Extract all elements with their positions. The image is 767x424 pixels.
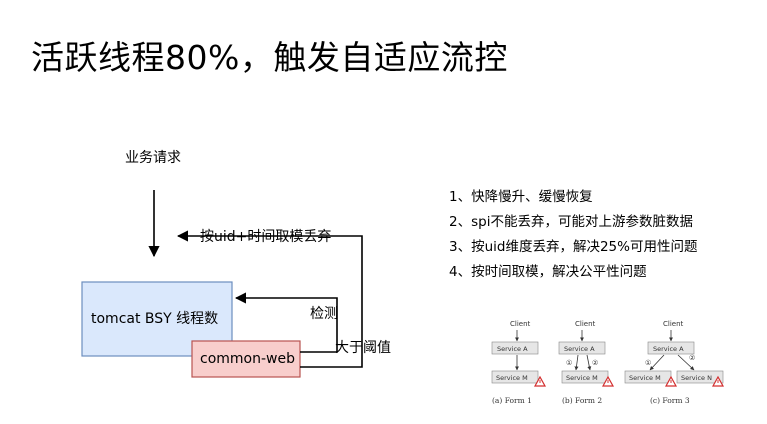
note-item: 1、快降慢升、缓慢恢复 — [449, 189, 593, 205]
note-item: 4、按时间取模，解决公平性问题 — [449, 264, 647, 280]
figure-caption: (b) Form 2 — [562, 396, 602, 405]
step-marker-1: ① — [645, 359, 651, 367]
drop-label: 按uid+时间取模丢弃 — [200, 229, 331, 245]
detect-label: 检测 — [310, 306, 338, 322]
note-item: 3、按uid维度丢弃，解决25%可用性问题 — [449, 239, 698, 255]
step-marker-2: ② — [592, 359, 598, 367]
figure-caption: (a) Form 1 — [492, 396, 532, 405]
service-a-label: Service A — [564, 345, 595, 353]
common-web-label: common-web — [200, 351, 295, 367]
service-a-label: Service A — [497, 345, 528, 353]
detect-loop-line — [234, 292, 338, 353]
form-2: Client Service A ① ② Service M (b) Form … — [558, 320, 615, 405]
client-label: Client — [510, 320, 531, 328]
client-label: Client — [663, 320, 684, 328]
service-m-label: Service M — [496, 374, 528, 382]
service-a-label: Service A — [653, 345, 684, 353]
client-label: Client — [575, 320, 596, 328]
service-n-box — [676, 370, 724, 384]
warning-icon — [533, 375, 547, 387]
warning-icon — [601, 375, 615, 387]
request-label: 业务请求 — [125, 150, 181, 166]
service-m-label: Service M — [566, 374, 598, 382]
warning-icon — [711, 375, 725, 387]
service-n-label: Service N — [681, 374, 712, 382]
figure-caption: (c) Form 3 — [650, 396, 690, 405]
warning-icon — [664, 375, 678, 387]
service-m-label: Service M — [629, 374, 661, 382]
notes-list: 1、快降慢升、缓慢恢复 2、spi不能丢弃，可能对上游参数脏数据 3、按uid维… — [449, 185, 697, 285]
service-a-box — [491, 341, 539, 355]
tomcat-label: tomcat BSY 线程数 — [91, 311, 218, 327]
form-3: Client Service A ① ② Service M Service N… — [624, 320, 725, 405]
threshold-loop-line — [176, 230, 363, 368]
step-marker-1: ① — [566, 359, 572, 367]
form-1: Client Service A Service M (a) Form 1 — [491, 320, 547, 405]
note-item: 2、spi不能丢弃，可能对上游参数脏数据 — [449, 214, 693, 230]
slide-title: 活跃线程80%，触发自适应流控 — [31, 38, 508, 77]
service-m-box — [491, 370, 539, 384]
step-marker-2: ② — [689, 354, 695, 362]
common-web-box — [191, 340, 301, 378]
service-a-box — [558, 341, 606, 355]
service-a-box — [647, 341, 695, 355]
threshold-label: 大于阈值 — [335, 340, 391, 356]
